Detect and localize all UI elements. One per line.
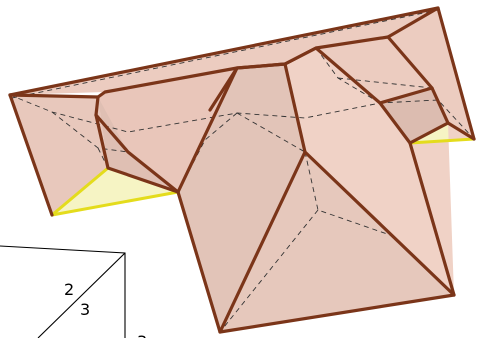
slope-legend: 2 3 3 bbox=[0, 245, 147, 338]
hidden-edge-center bbox=[177, 112, 238, 193]
left-inner-hip bbox=[94, 113, 180, 194]
right-valley-edge bbox=[283, 46, 412, 145]
right-end-edge bbox=[446, 121, 476, 141]
front-right-hip bbox=[303, 150, 456, 297]
center-ridge bbox=[208, 62, 307, 334]
hidden-edge-front-left bbox=[219, 209, 319, 333]
legend-frame bbox=[0, 245, 126, 338]
center-left-valley bbox=[176, 66, 239, 194]
hidden-edge-back-ridge bbox=[9, 94, 475, 140]
left-soffit bbox=[52, 168, 178, 215]
front-left-face bbox=[178, 64, 305, 332]
front-right-face bbox=[285, 48, 474, 295]
legend-numerator: 2 bbox=[64, 280, 74, 299]
left-eave-edge bbox=[50, 166, 110, 217]
right-inner-ridge bbox=[378, 86, 450, 145]
right-wing-hip bbox=[386, 35, 434, 90]
hidden-edge-center-right bbox=[236, 112, 306, 153]
right-wing-face bbox=[316, 8, 474, 139]
front-bottom-face bbox=[220, 152, 454, 332]
left-hip-edge bbox=[8, 93, 54, 217]
hidden-edge-right-wing bbox=[337, 77, 433, 89]
legend-side-label: 3 bbox=[137, 332, 147, 338]
hidden-edge-front-inner bbox=[304, 151, 455, 296]
left-hip-face bbox=[10, 95, 108, 215]
right-eave-edge bbox=[408, 137, 476, 145]
hidden-edge-top-dash bbox=[11, 9, 439, 99]
left-soffit-edge bbox=[50, 190, 180, 217]
legend-diagonal bbox=[37, 252, 126, 338]
legend-denominator: 3 bbox=[80, 300, 90, 319]
left-valley-face bbox=[98, 97, 178, 192]
center-front-left bbox=[176, 141, 456, 334]
left-valley-edge bbox=[94, 95, 180, 194]
